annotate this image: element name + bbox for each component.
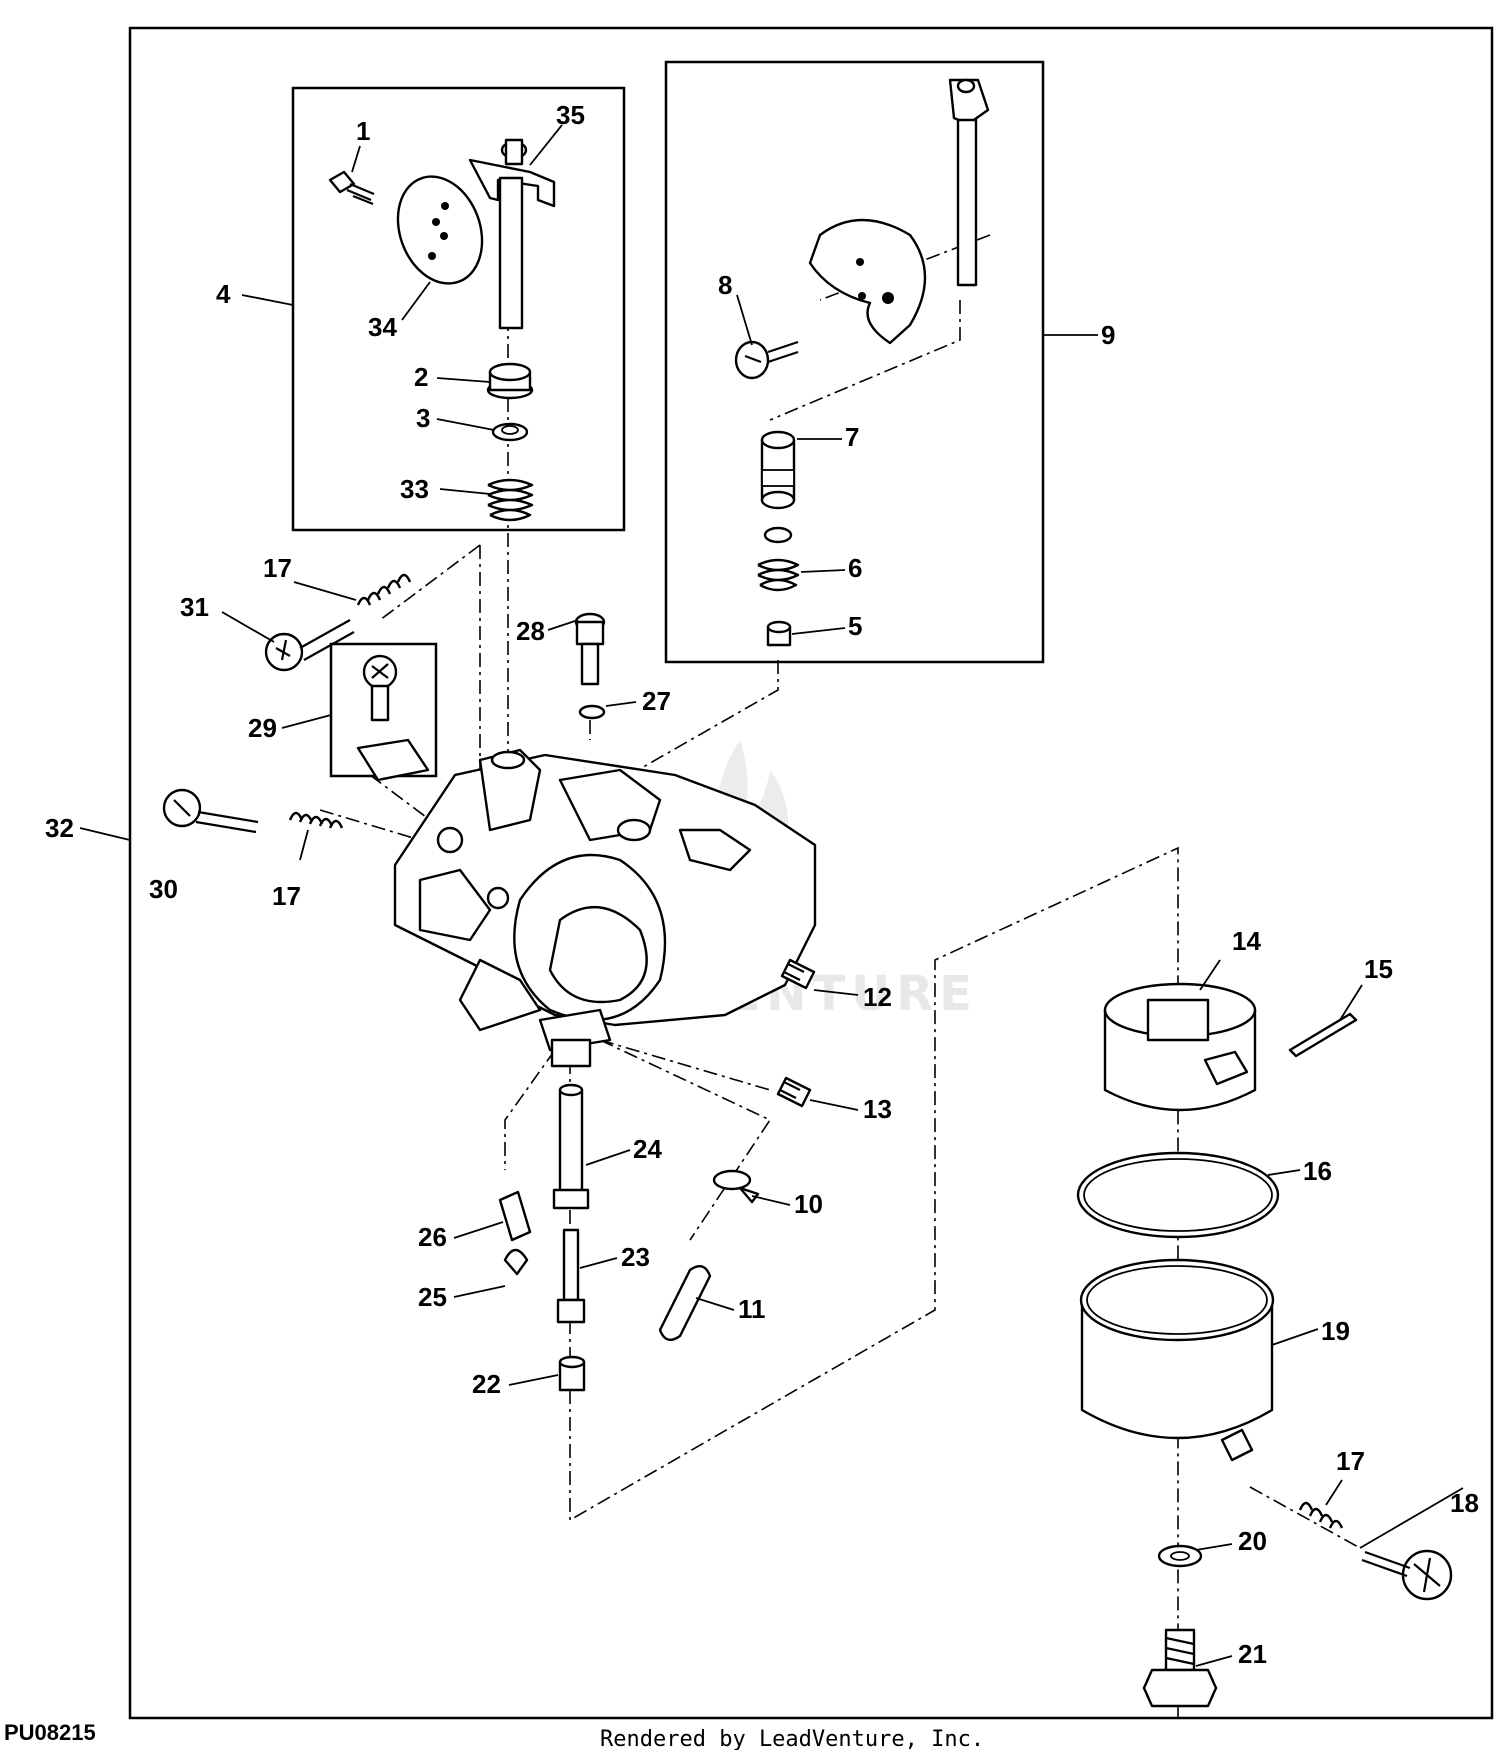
- choke-seal: [763, 526, 793, 544]
- callout-7: 7: [845, 422, 859, 452]
- inset-box-choke: [664, 60, 1045, 664]
- bolt-part-21: [1142, 1628, 1218, 1708]
- callout-5: 5: [848, 611, 862, 641]
- callout-25: 25: [418, 1282, 447, 1312]
- choke-shaft-part-9: [948, 78, 990, 287]
- figure-id: PU08215: [4, 1720, 96, 1745]
- inset-box-throttle: [291, 86, 626, 532]
- throttle-plate-part-34: [396, 175, 484, 285]
- callout-16: 16: [1303, 1156, 1332, 1186]
- clip-part-25: [503, 1248, 529, 1276]
- choke-plate: [808, 218, 927, 345]
- callout-2: 2: [414, 362, 428, 392]
- callout-4: 4: [216, 279, 231, 309]
- outer-frame: [128, 26, 1494, 1720]
- callout-21: 21: [1238, 1639, 1267, 1669]
- float-pin-part-11: [658, 1264, 712, 1342]
- callout-23: 23: [621, 1242, 650, 1272]
- callout-18: 18: [1450, 1488, 1479, 1518]
- callout-19: 19: [1321, 1316, 1350, 1346]
- callout-34: 34: [368, 312, 397, 342]
- jet-part-22: [558, 1355, 586, 1392]
- choke-screw-part-8: [734, 340, 799, 380]
- callout-10: 10: [794, 1189, 823, 1219]
- throttle-screw-part-1: [328, 170, 375, 206]
- choke-bushing-part-7: [760, 430, 796, 510]
- callout-8: 8: [718, 270, 732, 300]
- callout-17-right: 17: [1336, 1446, 1365, 1476]
- leader-lines: [79, 124, 1464, 1667]
- seal-part-3: [491, 422, 529, 442]
- bowl-part-19: [1079, 1258, 1275, 1462]
- nozzle-part-24: [552, 1083, 590, 1210]
- callout-32: 32: [45, 813, 74, 843]
- washer-part-20: [1157, 1544, 1203, 1568]
- jet-part-23: [556, 1228, 586, 1324]
- seal-part-27: [578, 704, 606, 720]
- plug-part-12: [780, 958, 816, 990]
- callout-3: 3: [416, 403, 430, 433]
- needle-part-10: [712, 1169, 760, 1204]
- render-credit: Rendered by LeadVenture, Inc.: [600, 1727, 984, 1750]
- spring-part-33: [487, 478, 534, 522]
- choke-spring-part-6: [757, 558, 800, 592]
- callout-6: 6: [848, 553, 862, 583]
- callout-13: 13: [863, 1094, 892, 1124]
- callout-35: 35: [556, 100, 585, 130]
- callout-30: 30: [149, 874, 178, 904]
- screw-part-28: [574, 612, 606, 686]
- screw-part-31: [264, 619, 355, 672]
- callout-12: 12: [863, 982, 892, 1012]
- idle-screw-part-29: [356, 654, 430, 782]
- float-part-14: [1103, 982, 1257, 1112]
- pin-part-15: [1288, 1012, 1358, 1058]
- callout-14: 14: [1232, 926, 1261, 956]
- callout-17-left: 17: [272, 881, 301, 911]
- callout-20: 20: [1238, 1526, 1267, 1556]
- callout-22: 22: [472, 1369, 501, 1399]
- callout-29: 29: [248, 713, 277, 743]
- callout-27: 27: [642, 686, 671, 716]
- callout-28: 28: [516, 616, 545, 646]
- callout-24: 24: [633, 1134, 662, 1164]
- spring-part-17-left: [288, 811, 344, 829]
- screw-part-30: [162, 788, 259, 834]
- plug-part-13: [776, 1076, 812, 1108]
- bushing-part-2: [486, 362, 534, 400]
- spring-part-17-right: [1298, 1501, 1344, 1529]
- callout-26: 26: [418, 1222, 447, 1252]
- callout-1: 1: [356, 116, 370, 146]
- callout-labels: 1 35 4 34 2 3 33 8 9 7 6 5 17 31 28 27 2…: [45, 100, 1479, 1669]
- callout-15: 15: [1364, 954, 1393, 984]
- needle-part-26: [498, 1190, 532, 1242]
- carburetor-body: [393, 748, 817, 1068]
- spring-part-17-top: [356, 573, 412, 606]
- callout-17-top: 17: [263, 553, 292, 583]
- screw-part-18: [1361, 1549, 1453, 1601]
- choke-seal-part-5: [766, 620, 792, 647]
- throttle-shaft-part-35: [468, 138, 556, 330]
- callout-33: 33: [400, 474, 429, 504]
- callout-31: 31: [180, 592, 209, 622]
- callout-9: 9: [1101, 320, 1115, 350]
- callout-11: 11: [738, 1294, 766, 1324]
- gasket-part-16: [1076, 1151, 1280, 1239]
